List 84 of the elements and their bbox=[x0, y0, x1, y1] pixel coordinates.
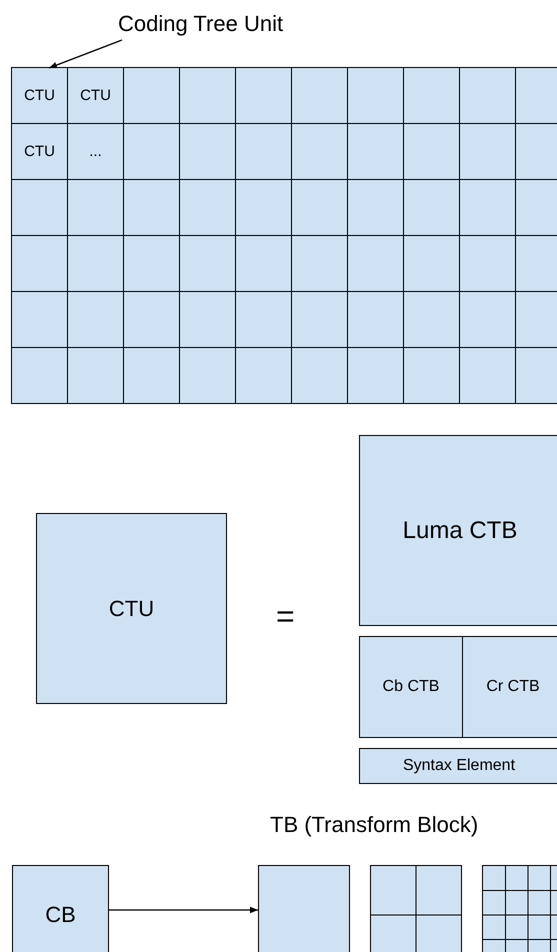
grid-cell bbox=[235, 67, 292, 124]
grid-cell bbox=[347, 235, 404, 292]
block bbox=[359, 636, 463, 738]
split-block bbox=[370, 865, 462, 952]
grid-cell bbox=[459, 347, 516, 404]
grid-cell bbox=[347, 347, 404, 404]
block-label: Syntax Element bbox=[402, 757, 516, 775]
grid-cell bbox=[67, 235, 124, 292]
grid-cell bbox=[123, 179, 180, 236]
equals-sign: = bbox=[276, 598, 295, 635]
block-label: ... bbox=[89, 143, 102, 160]
block-label: CTU bbox=[24, 143, 55, 160]
grid-cell bbox=[123, 123, 180, 180]
grid-cell bbox=[11, 67, 68, 124]
grid-cell bbox=[347, 123, 404, 180]
block-label: Luma CTB bbox=[402, 516, 518, 544]
grid-cell bbox=[235, 123, 292, 180]
grid-cell bbox=[235, 179, 292, 236]
grid-cell bbox=[291, 291, 348, 348]
split-block bbox=[482, 865, 557, 952]
grid-cell bbox=[235, 347, 292, 404]
grid-cell bbox=[459, 235, 516, 292]
grid-cell bbox=[291, 179, 348, 236]
grid-cell bbox=[459, 67, 516, 124]
grid-cell bbox=[123, 235, 180, 292]
grid-cell bbox=[403, 67, 460, 124]
grid-cell bbox=[403, 235, 460, 292]
arrow bbox=[109, 906, 258, 914]
block bbox=[462, 636, 557, 738]
grid-cell bbox=[123, 291, 180, 348]
grid-cell bbox=[515, 179, 557, 236]
grid-cell bbox=[235, 235, 292, 292]
grid-cell bbox=[11, 123, 68, 180]
heading-text: Coding Tree Unit bbox=[118, 8, 338, 40]
grid-cell bbox=[11, 291, 68, 348]
grid-cell bbox=[179, 291, 236, 348]
block-label: CTU bbox=[80, 87, 111, 104]
grid-cell bbox=[67, 347, 124, 404]
block bbox=[12, 865, 109, 952]
grid-cell bbox=[515, 347, 557, 404]
grid-cell bbox=[515, 235, 557, 292]
grid-cell bbox=[403, 179, 460, 236]
block bbox=[359, 435, 557, 626]
grid-cell bbox=[347, 291, 404, 348]
grid-cell bbox=[291, 123, 348, 180]
grid-cell bbox=[179, 123, 236, 180]
grid-cell bbox=[179, 235, 236, 292]
grid-cell bbox=[67, 291, 124, 348]
grid-cell bbox=[403, 291, 460, 348]
grid-cell bbox=[403, 347, 460, 404]
leader-arrow bbox=[48, 39, 122, 69]
grid-cell bbox=[291, 67, 348, 124]
grid-cell bbox=[403, 123, 460, 180]
grid-cell bbox=[123, 67, 180, 124]
grid-cell bbox=[67, 179, 124, 236]
block bbox=[36, 513, 227, 704]
block-label: CB bbox=[45, 902, 76, 928]
grid-cell bbox=[459, 291, 516, 348]
section-heading: TB (Transform Block) bbox=[270, 812, 478, 838]
grid-cell bbox=[515, 123, 557, 180]
block-label: Cr CTB bbox=[486, 678, 540, 696]
grid-cell bbox=[235, 291, 292, 348]
grid-cell bbox=[11, 347, 68, 404]
block-label: Cb CTB bbox=[382, 678, 440, 696]
grid-cell bbox=[459, 123, 516, 180]
grid-cell bbox=[67, 67, 124, 124]
grid-cell bbox=[291, 347, 348, 404]
block bbox=[258, 865, 350, 952]
grid-cell bbox=[515, 67, 557, 124]
grid-cell bbox=[291, 235, 348, 292]
grid-cell bbox=[347, 179, 404, 236]
grid-cell bbox=[11, 235, 68, 292]
grid-cell bbox=[515, 291, 557, 348]
grid-cell bbox=[67, 123, 124, 180]
grid-cell bbox=[179, 179, 236, 236]
grid-cell bbox=[11, 179, 68, 236]
grid-cell bbox=[459, 179, 516, 236]
grid-cell bbox=[179, 67, 236, 124]
grid-cell bbox=[347, 67, 404, 124]
grid-cell bbox=[123, 347, 180, 404]
block bbox=[359, 748, 557, 784]
block-label: CTU bbox=[108, 596, 154, 622]
grid-cell bbox=[179, 347, 236, 404]
block-label: CTU bbox=[24, 87, 55, 104]
